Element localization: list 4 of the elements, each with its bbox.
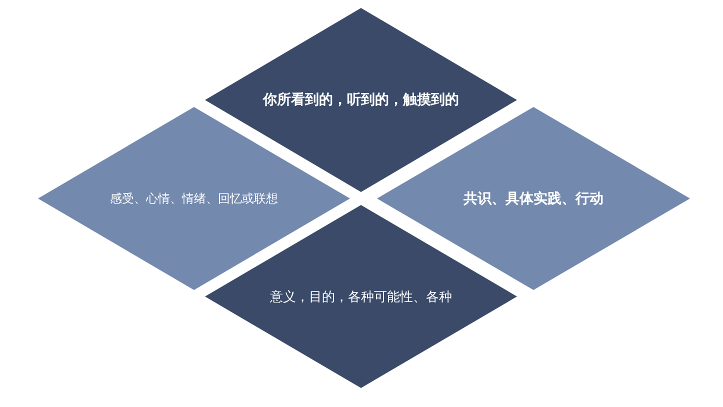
diamond-label: 意义，目的，各种可能性、各种	[270, 288, 452, 306]
diamond-label: 你所看到的，听到的，触摸到的	[263, 91, 459, 109]
diamond-label: 共识、具体实践、行动	[464, 190, 604, 208]
diamond-label: 感受、心情、情绪、回忆或联想	[110, 190, 278, 207]
